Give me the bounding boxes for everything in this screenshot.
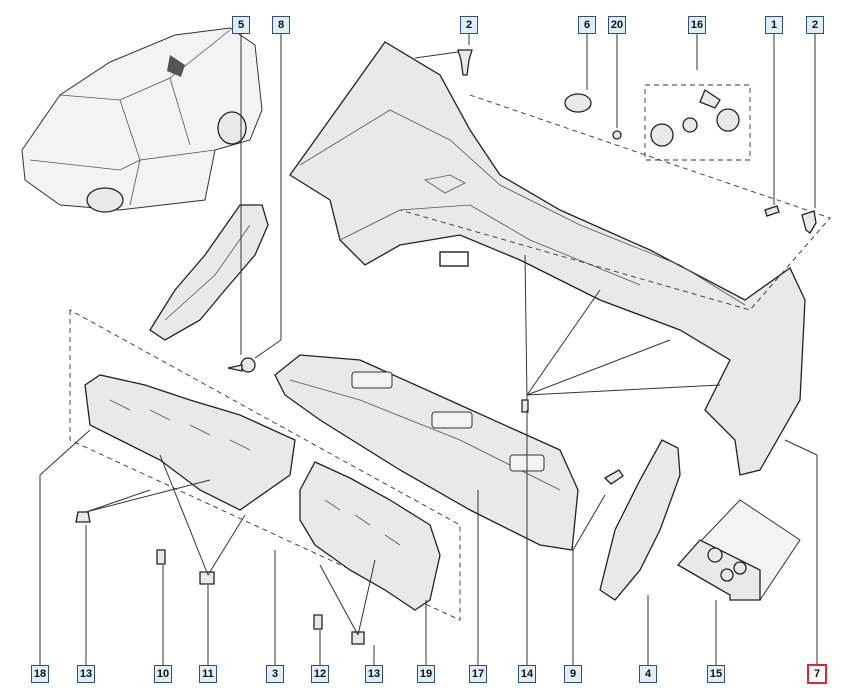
callout-12: 12 (311, 665, 329, 683)
fastener-kit-box (676, 499, 801, 601)
callout-9: 9 (564, 665, 582, 683)
callout-8: 8 (272, 16, 290, 34)
rear-bumper-cover (289, 41, 806, 476)
callout-15: 15 (707, 665, 725, 683)
callout-2: 2 (460, 16, 478, 34)
energy-absorber-left (84, 374, 296, 511)
callout-16: 16 (688, 16, 706, 34)
callout-4: 4 (639, 665, 657, 683)
callout-7-highlighted[interactable]: 7 (807, 664, 827, 684)
callout-20: 20 (608, 16, 626, 34)
fasteners (75, 49, 817, 645)
callout-6: 6 (578, 16, 596, 34)
callout-11: 11 (199, 665, 217, 683)
callout-13-second: 13 (365, 665, 383, 683)
lower-diffuser (274, 354, 579, 551)
energy-absorber-right (299, 461, 441, 611)
callout-2-right: 2 (806, 16, 824, 34)
vehicle-illustration (21, 27, 263, 213)
callout-1: 1 (765, 16, 783, 34)
callout-3: 3 (266, 665, 284, 683)
leader-lines (39, 34, 818, 665)
callout-14: 14 (518, 665, 536, 683)
callout-18: 18 (31, 665, 49, 683)
callout-19: 19 (417, 665, 435, 683)
left-bracket (149, 204, 269, 373)
callout-17: 17 (469, 665, 487, 683)
clip-set (650, 89, 740, 147)
callout-13: 13 (77, 665, 95, 683)
callout-5: 5 (232, 16, 250, 34)
callout-10: 10 (154, 665, 172, 683)
right-bracket (599, 439, 681, 601)
